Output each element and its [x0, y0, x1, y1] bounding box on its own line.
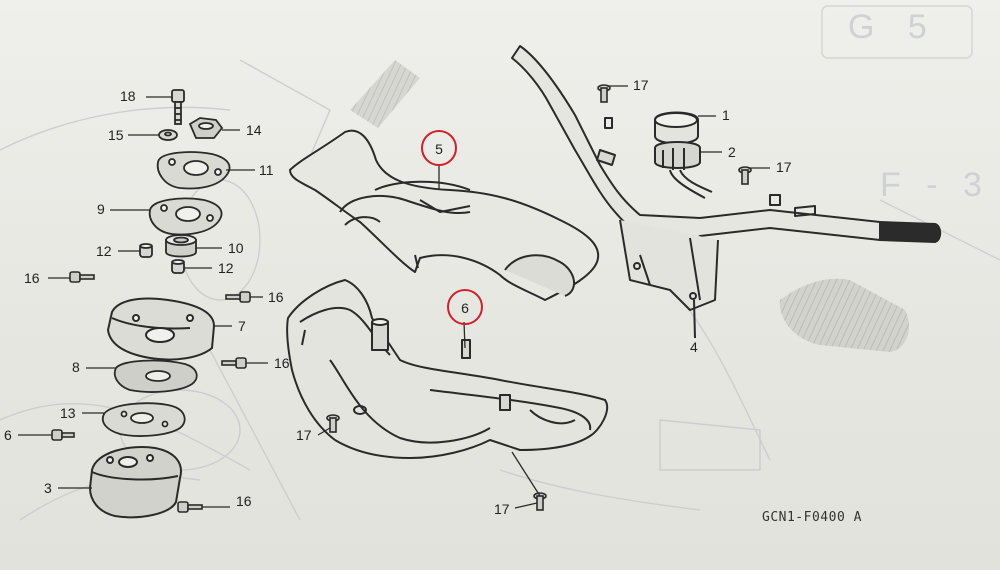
callout-1: 1	[722, 107, 730, 123]
upper-handle-cover	[289, 129, 600, 301]
callout-2: 2	[728, 144, 736, 160]
callout-12b: 12	[218, 260, 234, 276]
screw-17a	[597, 84, 611, 103]
callout-16b: 16	[268, 289, 284, 305]
screw-17b	[738, 166, 752, 185]
faint-label-f3: F - 3	[880, 166, 990, 204]
leader-lines	[18, 85, 770, 509]
callout-17a: 17	[633, 77, 649, 93]
callout-15: 15	[108, 127, 124, 143]
handlebar-pipe	[511, 45, 942, 339]
screw-16b	[225, 291, 251, 303]
callout-18: 18	[120, 88, 136, 104]
screw-16a	[69, 271, 95, 283]
callout-16c: 16	[274, 355, 290, 371]
figure-code: GCN1-F0400 A	[762, 510, 862, 525]
washer-15	[158, 129, 178, 141]
screw-6	[51, 429, 75, 441]
plate-9	[148, 197, 223, 236]
bolt-18	[171, 89, 185, 125]
callout-16d: 16	[236, 493, 252, 509]
callout-8: 8	[72, 359, 80, 375]
screw-16d	[177, 501, 203, 513]
bushing-10	[165, 234, 197, 258]
callout-7: 7	[238, 318, 246, 334]
collar-12b	[171, 259, 185, 274]
cover-3	[88, 446, 182, 519]
callout-9: 9	[97, 201, 105, 217]
callout-14: 14	[246, 122, 262, 138]
nut-14	[188, 117, 224, 139]
collar-12a	[139, 243, 153, 258]
circled-callout-5: 5	[421, 130, 457, 166]
background-grip-top	[350, 60, 420, 128]
callout-6a: 6	[4, 427, 12, 443]
callout-13: 13	[60, 405, 76, 421]
switch-housing-7	[106, 297, 216, 361]
callout-16a: 16	[24, 270, 40, 286]
callout-17b: 17	[776, 159, 792, 175]
background-grip-right	[779, 278, 910, 352]
circled-callout-6-label: 6	[461, 300, 469, 316]
screw-17c	[326, 414, 340, 433]
callout-11: 11	[259, 162, 274, 178]
gasket-13	[101, 402, 186, 437]
callout-3: 3	[44, 480, 52, 496]
callout-10: 10	[228, 240, 244, 256]
callout-12a: 12	[96, 243, 112, 259]
callout-4: 4	[690, 339, 698, 355]
callout-17c: 17	[296, 427, 312, 443]
switch-cap	[654, 111, 699, 145]
callout-17d: 17	[494, 501, 510, 517]
plate-8	[113, 359, 198, 393]
switch-body	[654, 141, 713, 199]
circled-callout-5-label: 5	[435, 141, 443, 157]
plate-11	[156, 151, 231, 190]
circled-callout-6: 6	[447, 289, 483, 325]
faint-label-g5: G 5	[848, 8, 939, 46]
screw-16c	[221, 357, 247, 369]
